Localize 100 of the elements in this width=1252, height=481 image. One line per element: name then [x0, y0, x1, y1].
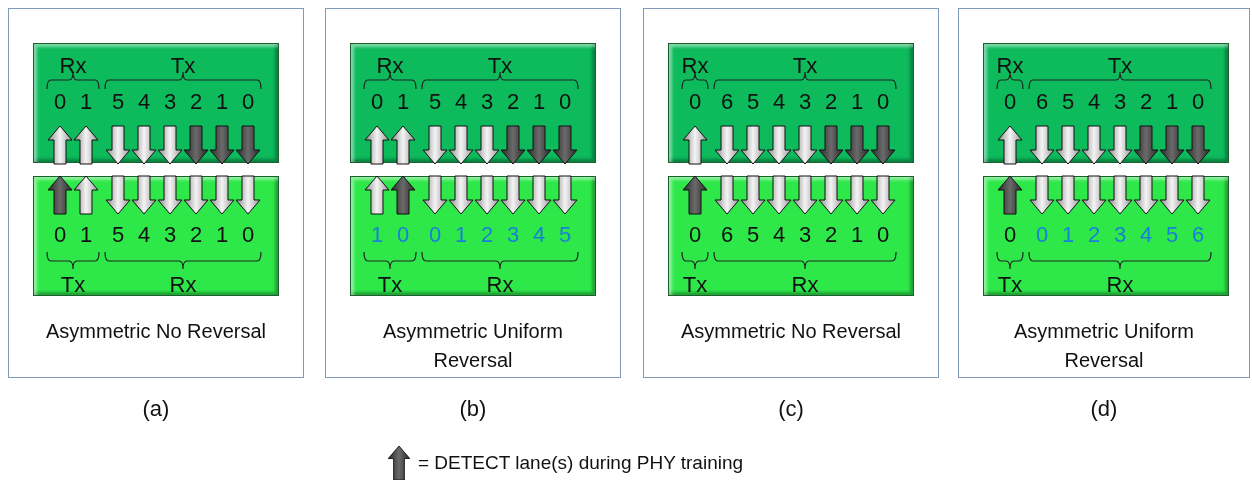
lane-number: 1	[849, 223, 865, 247]
lane-group-label: Rx	[995, 54, 1025, 78]
lane-number: 2	[823, 90, 839, 114]
lane-group-label: Rx	[485, 273, 515, 297]
lane-number: 3	[1112, 223, 1128, 247]
lane-number: 2	[1138, 90, 1154, 114]
lane-number: 0	[1002, 90, 1018, 114]
lane-group-label: Rx	[58, 54, 88, 78]
lane-panel	[33, 43, 279, 163]
lane-number: 2	[823, 223, 839, 247]
panel-caption: Asymmetric Uniform Reversal	[1013, 319, 1195, 373]
lane-number: 0	[875, 223, 891, 247]
panel-frame	[958, 8, 1250, 378]
lane-number: 4	[1138, 223, 1154, 247]
lane-number: 0	[240, 90, 256, 114]
panel-caption: Asymmetric Uniform Reversal	[382, 319, 564, 373]
lane-number: 5	[1060, 90, 1076, 114]
lane-panel	[350, 176, 596, 296]
lane-panel	[350, 43, 596, 163]
panel-frame	[325, 8, 621, 378]
lane-panel	[983, 176, 1229, 296]
lane-number: 0	[52, 90, 68, 114]
lane-group-label: Tx	[681, 273, 709, 297]
lane-number: 6	[1190, 223, 1206, 247]
lane-number: 3	[162, 223, 178, 247]
lane-panel	[668, 176, 914, 296]
lane-number: 3	[1112, 90, 1128, 114]
lane-group-label: Rx	[790, 273, 820, 297]
lane-number: 5	[745, 223, 761, 247]
lane-panel	[983, 43, 1229, 163]
lane-group-label: Rx	[680, 54, 710, 78]
lane-number: 1	[78, 223, 94, 247]
lane-number: 0	[875, 90, 891, 114]
lane-number: 6	[719, 223, 735, 247]
lane-group-label: Tx	[376, 273, 404, 297]
lane-number: 1	[1060, 223, 1076, 247]
lane-group-label: Tx	[791, 54, 819, 78]
lane-number: 3	[797, 223, 813, 247]
lane-number: 2	[479, 223, 495, 247]
lane-group-label: Rx	[168, 273, 198, 297]
lane-number: 4	[771, 223, 787, 247]
lane-number: 3	[479, 90, 495, 114]
panel-letter: (c)	[777, 396, 805, 422]
lane-number: 3	[505, 223, 521, 247]
lane-number: 1	[849, 90, 865, 114]
lane-number: 5	[557, 223, 573, 247]
lane-number: 2	[1086, 223, 1102, 247]
lane-number: 2	[505, 90, 521, 114]
lane-number: 1	[1164, 90, 1180, 114]
lane-number: 0	[1190, 90, 1206, 114]
lane-number: 4	[136, 90, 152, 114]
lane-number: 0	[687, 223, 703, 247]
lane-number: 0	[1034, 223, 1050, 247]
lane-number: 0	[687, 90, 703, 114]
panel-frame	[8, 8, 304, 378]
lane-number: 4	[771, 90, 787, 114]
lane-number: 4	[531, 223, 547, 247]
lane-number: 2	[188, 223, 204, 247]
lane-number: 1	[369, 223, 385, 247]
panel-letter: (d)	[1089, 396, 1119, 422]
lane-number: 1	[78, 90, 94, 114]
lane-number: 5	[427, 90, 443, 114]
lane-number: 0	[557, 90, 573, 114]
lane-number: 1	[453, 223, 469, 247]
lane-number: 0	[240, 223, 256, 247]
lane-number: 5	[745, 90, 761, 114]
lane-group-label: Tx	[169, 54, 197, 78]
lane-number: 3	[162, 90, 178, 114]
lane-number: 4	[136, 223, 152, 247]
lane-number: 0	[369, 90, 385, 114]
lane-number: 0	[395, 223, 411, 247]
lane-number: 5	[110, 223, 126, 247]
lane-number: 2	[188, 90, 204, 114]
lane-panel	[33, 176, 279, 296]
lane-number: 5	[110, 90, 126, 114]
lane-number: 4	[1086, 90, 1102, 114]
panel-letter: (b)	[458, 396, 488, 422]
lane-group-label: Tx	[59, 273, 87, 297]
panel-letter: (a)	[141, 396, 171, 422]
lane-number: 1	[395, 90, 411, 114]
lane-number: 1	[214, 90, 230, 114]
lane-number: 5	[1164, 223, 1180, 247]
lane-number: 0	[427, 223, 443, 247]
panel-caption: Asymmetric No Reversal	[679, 319, 902, 344]
lane-group-label: Rx	[375, 54, 405, 78]
lane-number: 1	[531, 90, 547, 114]
panel-caption: Asymmetric No Reversal	[44, 319, 267, 344]
lane-group-label: Tx	[996, 273, 1024, 297]
panel-frame	[643, 8, 939, 378]
lane-group-label: Rx	[1105, 273, 1135, 297]
lane-number: 6	[1034, 90, 1050, 114]
lane-number: 3	[797, 90, 813, 114]
lane-group-label: Tx	[1106, 54, 1134, 78]
lane-group-label: Tx	[486, 54, 514, 78]
lane-number: 0	[52, 223, 68, 247]
lane-number: 6	[719, 90, 735, 114]
legend-text: = DETECT lane(s) during PHY training	[418, 452, 744, 474]
lane-panel	[668, 43, 914, 163]
lane-number: 1	[214, 223, 230, 247]
lane-number: 0	[1002, 223, 1018, 247]
